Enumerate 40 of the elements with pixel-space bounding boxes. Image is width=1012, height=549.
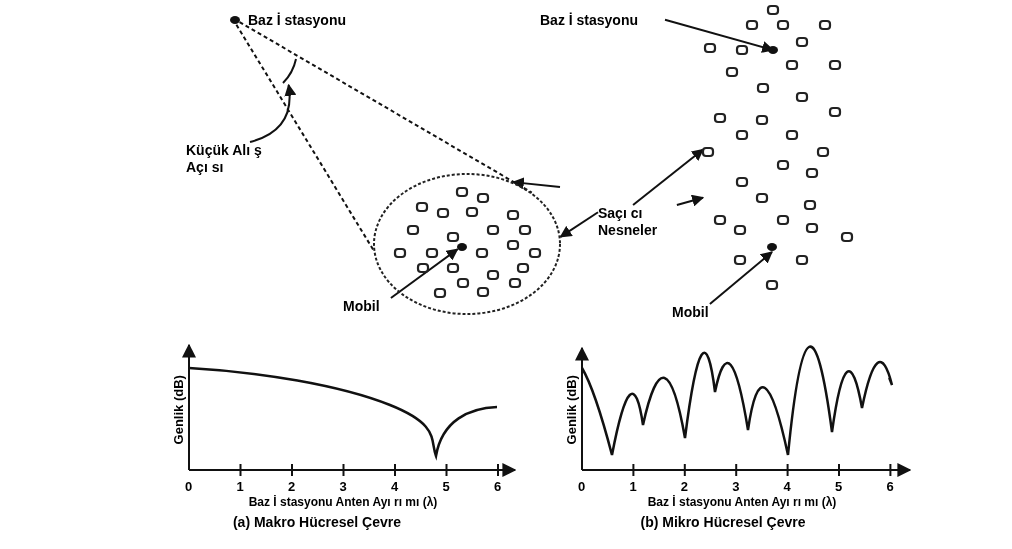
arrow (675, 194, 705, 207)
arrow (389, 248, 459, 299)
text-label: Mobil (672, 304, 727, 321)
station-dot (457, 242, 467, 252)
tick-label: 2 (680, 480, 689, 493)
station-dot (767, 242, 777, 252)
axis-title: Baz İ stasyonu Anten Ayı rı mı (λ) (647, 496, 837, 508)
dashed-line (238, 21, 533, 194)
text-label: Baz İ stasyonu (248, 11, 347, 30)
chart-caption: (a) Makro Hücresel Çevre (232, 515, 402, 529)
arrow (632, 148, 704, 206)
angle-arc (281, 57, 299, 85)
axis-title: Genlik (dB) (170, 374, 188, 447)
tick-label: 3 (732, 480, 740, 493)
tick-label: 6 (886, 480, 894, 493)
station-dot (768, 45, 778, 55)
axis-title: Baz İ stasyonu Anten Ayı rı mı (λ) (248, 496, 438, 508)
dashed-line (235, 23, 375, 251)
station-dot (230, 15, 240, 25)
tick-label: 1 (236, 480, 244, 493)
text-label: Küçük Alı ş Açı sı (186, 142, 282, 176)
arrow (559, 211, 599, 238)
tick-label: 2 (288, 480, 296, 493)
tick-label: 5 (835, 480, 843, 493)
chart-caption: (b) Mikro Hücresel Çevre (640, 515, 806, 529)
tick-label: 4 (783, 480, 791, 493)
tick-label: 1 (629, 480, 637, 493)
tick-label: 0 (185, 480, 193, 493)
tick-label: 6 (494, 480, 502, 493)
text-label: Saçı cı Nesneler (598, 205, 690, 239)
tick-label: 0 (578, 480, 586, 493)
text-label: Baz İ stasyonu (540, 12, 665, 29)
tick-label: 4 (391, 480, 399, 493)
axis-title: Genlik (dB) (563, 374, 581, 447)
tick-label: 3 (339, 480, 347, 493)
arrow (511, 177, 561, 190)
text-label: Mobil (343, 298, 398, 315)
arrow (249, 83, 296, 143)
tick-label: 5 (442, 480, 450, 493)
arrow (708, 251, 773, 305)
